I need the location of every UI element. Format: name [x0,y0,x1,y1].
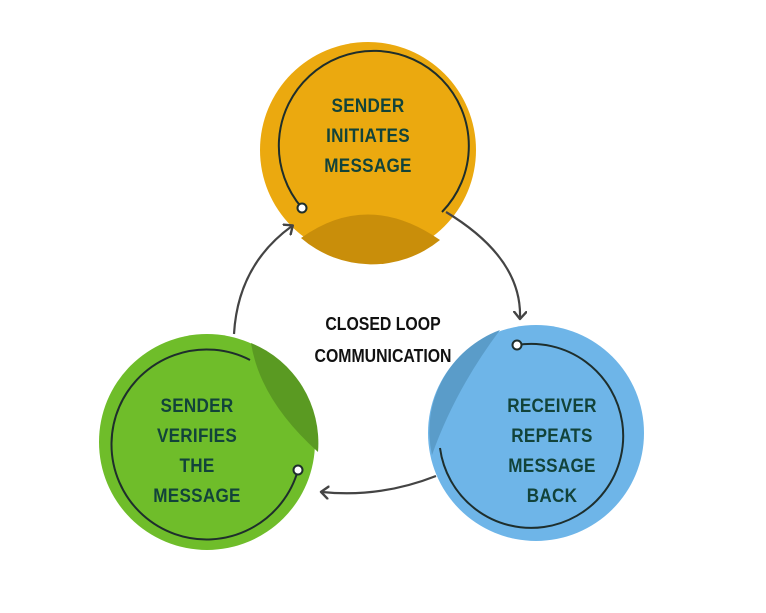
center-title-line: COMMUNICATION [314,346,452,366]
node-label-line: MESSAGE [324,156,412,177]
node-label-line: THE [179,456,215,477]
node-ring-dot-sender-initiates [296,202,308,214]
arrow-verifies-to-initiates [232,226,292,335]
node-circle-receiver-repeats [428,325,644,541]
center-title: CLOSED LOOP COMMUNICATION [295,308,471,372]
node-circle-sender-verifies [99,334,315,550]
node-ring-dot-receiver-repeats [511,339,523,351]
node-receiver-repeats [428,325,644,541]
node-sender-initiates [260,42,476,265]
node-label-line: REPEATS [511,426,593,447]
node-ring-sender-initiates [277,49,470,213]
node-label-sender-verifies: SENDER VERIFIES THE MESSAGE [137,392,258,512]
node-label-line: INITIATES [326,126,410,147]
node-overlap-sender-verifies [251,343,319,452]
node-ring-receiver-repeats [439,342,625,529]
node-label-line: VERIFIES [156,426,238,447]
node-label-line: BACK [526,486,578,507]
center-title-line: CLOSED LOOP [325,314,441,334]
arrow-initiates-to-repeats [445,211,520,318]
node-circle-sender-initiates [260,42,476,258]
node-ring-sender-verifies [110,348,299,541]
node-label-receiver-repeats: RECEIVER REPEATS MESSAGE BACK [489,392,615,512]
node-overlap-sender-initiates [301,214,440,265]
node-label-line: RECEIVER [507,396,597,417]
node-label-line: MESSAGE [153,486,241,507]
node-sender-verifies [99,334,319,550]
node-label-line: MESSAGE [508,456,596,477]
arrow-repeats-to-verifies [322,474,437,493]
node-label-sender-initiates: SENDER INITIATES MESSAGE [309,92,428,182]
node-ring-dot-sender-verifies [292,464,304,476]
node-overlap-receiver-repeats [429,330,500,455]
node-label-line: SENDER [331,96,405,117]
node-label-line: SENDER [160,396,234,417]
